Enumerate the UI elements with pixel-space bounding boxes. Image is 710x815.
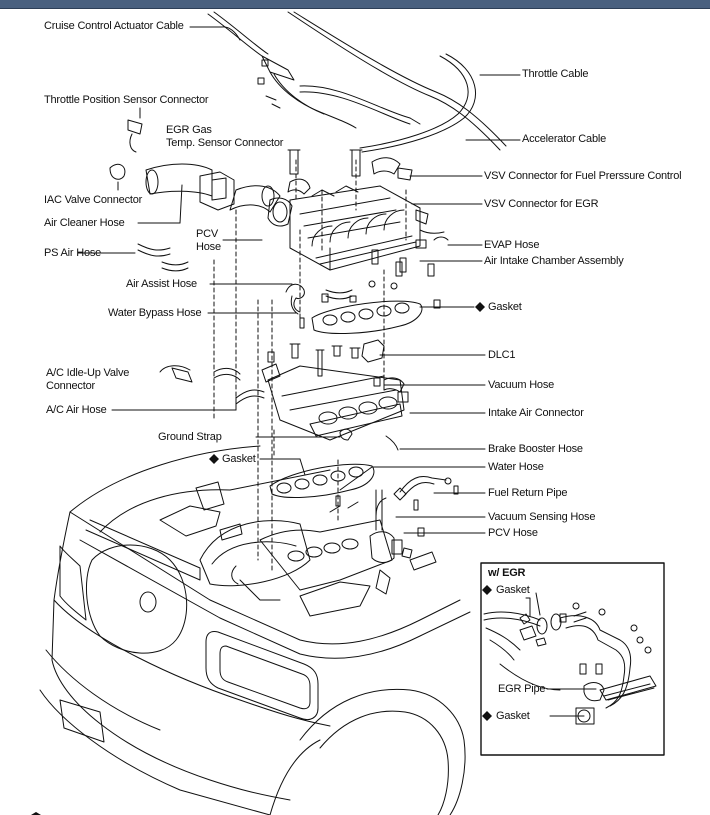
label-pcv-hose-top-line2: Hose [196,241,221,253]
gasket-lower-shape [269,463,375,498]
leader-lines [77,26,597,717]
label-throttle-cable: Throttle Cable [522,68,589,80]
label-water-bypass-hose: Water Bypass Hose [108,307,202,319]
label-dlc1: DLC1 [488,349,516,361]
inset-label-gasket-bottom: Gasket [496,710,530,722]
label-vacuum-sensing-hose: Vacuum Sensing Hose [488,511,596,523]
label-intake-air-connector: Intake Air Connector [488,407,584,419]
label-water-hose: Water Hose [488,461,544,473]
label-pcv-hose-top-line1: PCV [196,228,219,240]
label-pcv-hose-bottom: PCV Hose [488,527,538,539]
label-vsv-connector-fuel-pressure: VSV Connector for Fuel Prerssure Control [484,170,682,182]
label-brake-booster-hose: Brake Booster Hose [488,443,583,455]
label-iac-valve-connector: IAC Valve Connector [44,194,143,206]
engine-bay [159,481,437,617]
label-egr-gas-line2: Temp. Sensor Connector [166,137,284,149]
bolts-middle [267,339,385,387]
upper-small-parts [109,119,449,249]
fuel-return-parts [335,476,452,531]
inset-label-egr-pipe: EGR Pipe [498,683,546,695]
inset-egr [480,562,665,756]
label-ac-air-hose: A/C Air Hose [46,404,107,416]
intake-air-connector [267,365,409,451]
label-vsv-connector-egr: VSV Connector for EGR [484,198,599,210]
label-gasket-upper: Gasket [488,301,522,313]
ac-parts [159,363,281,405]
inset-title-with-egr: w/ EGR [488,567,526,579]
assembly-dashed-lines [213,159,407,571]
label-ac-idle-up-valve-line1: A/C Idle-Up Valve [46,367,130,379]
label-evap-hose: EVAP Hose [484,239,540,251]
gasket-upper-shape [311,280,423,334]
label-ground-strap: Ground Strap [158,431,222,443]
window-top-bar [0,0,710,9]
label-ac-idle-up-valve-line2: Connector [46,380,95,392]
label-egr-gas-line1: EGR Gas [166,124,212,136]
label-ps-air-hose: PS Air Hose [44,247,102,259]
label-accelerator-cable: Accelerator Cable [522,133,607,145]
label-fuel-return-pipe: Fuel Return Pipe [488,487,568,499]
bolts-scattered [257,59,459,537]
air-intake-chamber [267,185,435,277]
label-gasket-lower: Gasket [222,453,256,465]
inset-label-gasket-top: Gasket [496,584,530,596]
label-air-assist-hose: Air Assist Hose [126,278,197,290]
left-hoses [137,243,353,315]
label-throttle-position-sensor-connector: Throttle Position Sensor Connector [44,94,209,106]
label-air-cleaner-hose: Air Cleaner Hose [44,217,125,229]
label-vacuum-hose: Vacuum Hose [488,379,555,391]
vehicle-body [39,445,471,815]
cables [207,11,507,153]
label-air-intake-chamber-assembly: Air Intake Chamber Assembly [484,255,624,267]
label-cruise-control-actuator-cable: Cruise Control Actuator Cable [44,20,184,32]
